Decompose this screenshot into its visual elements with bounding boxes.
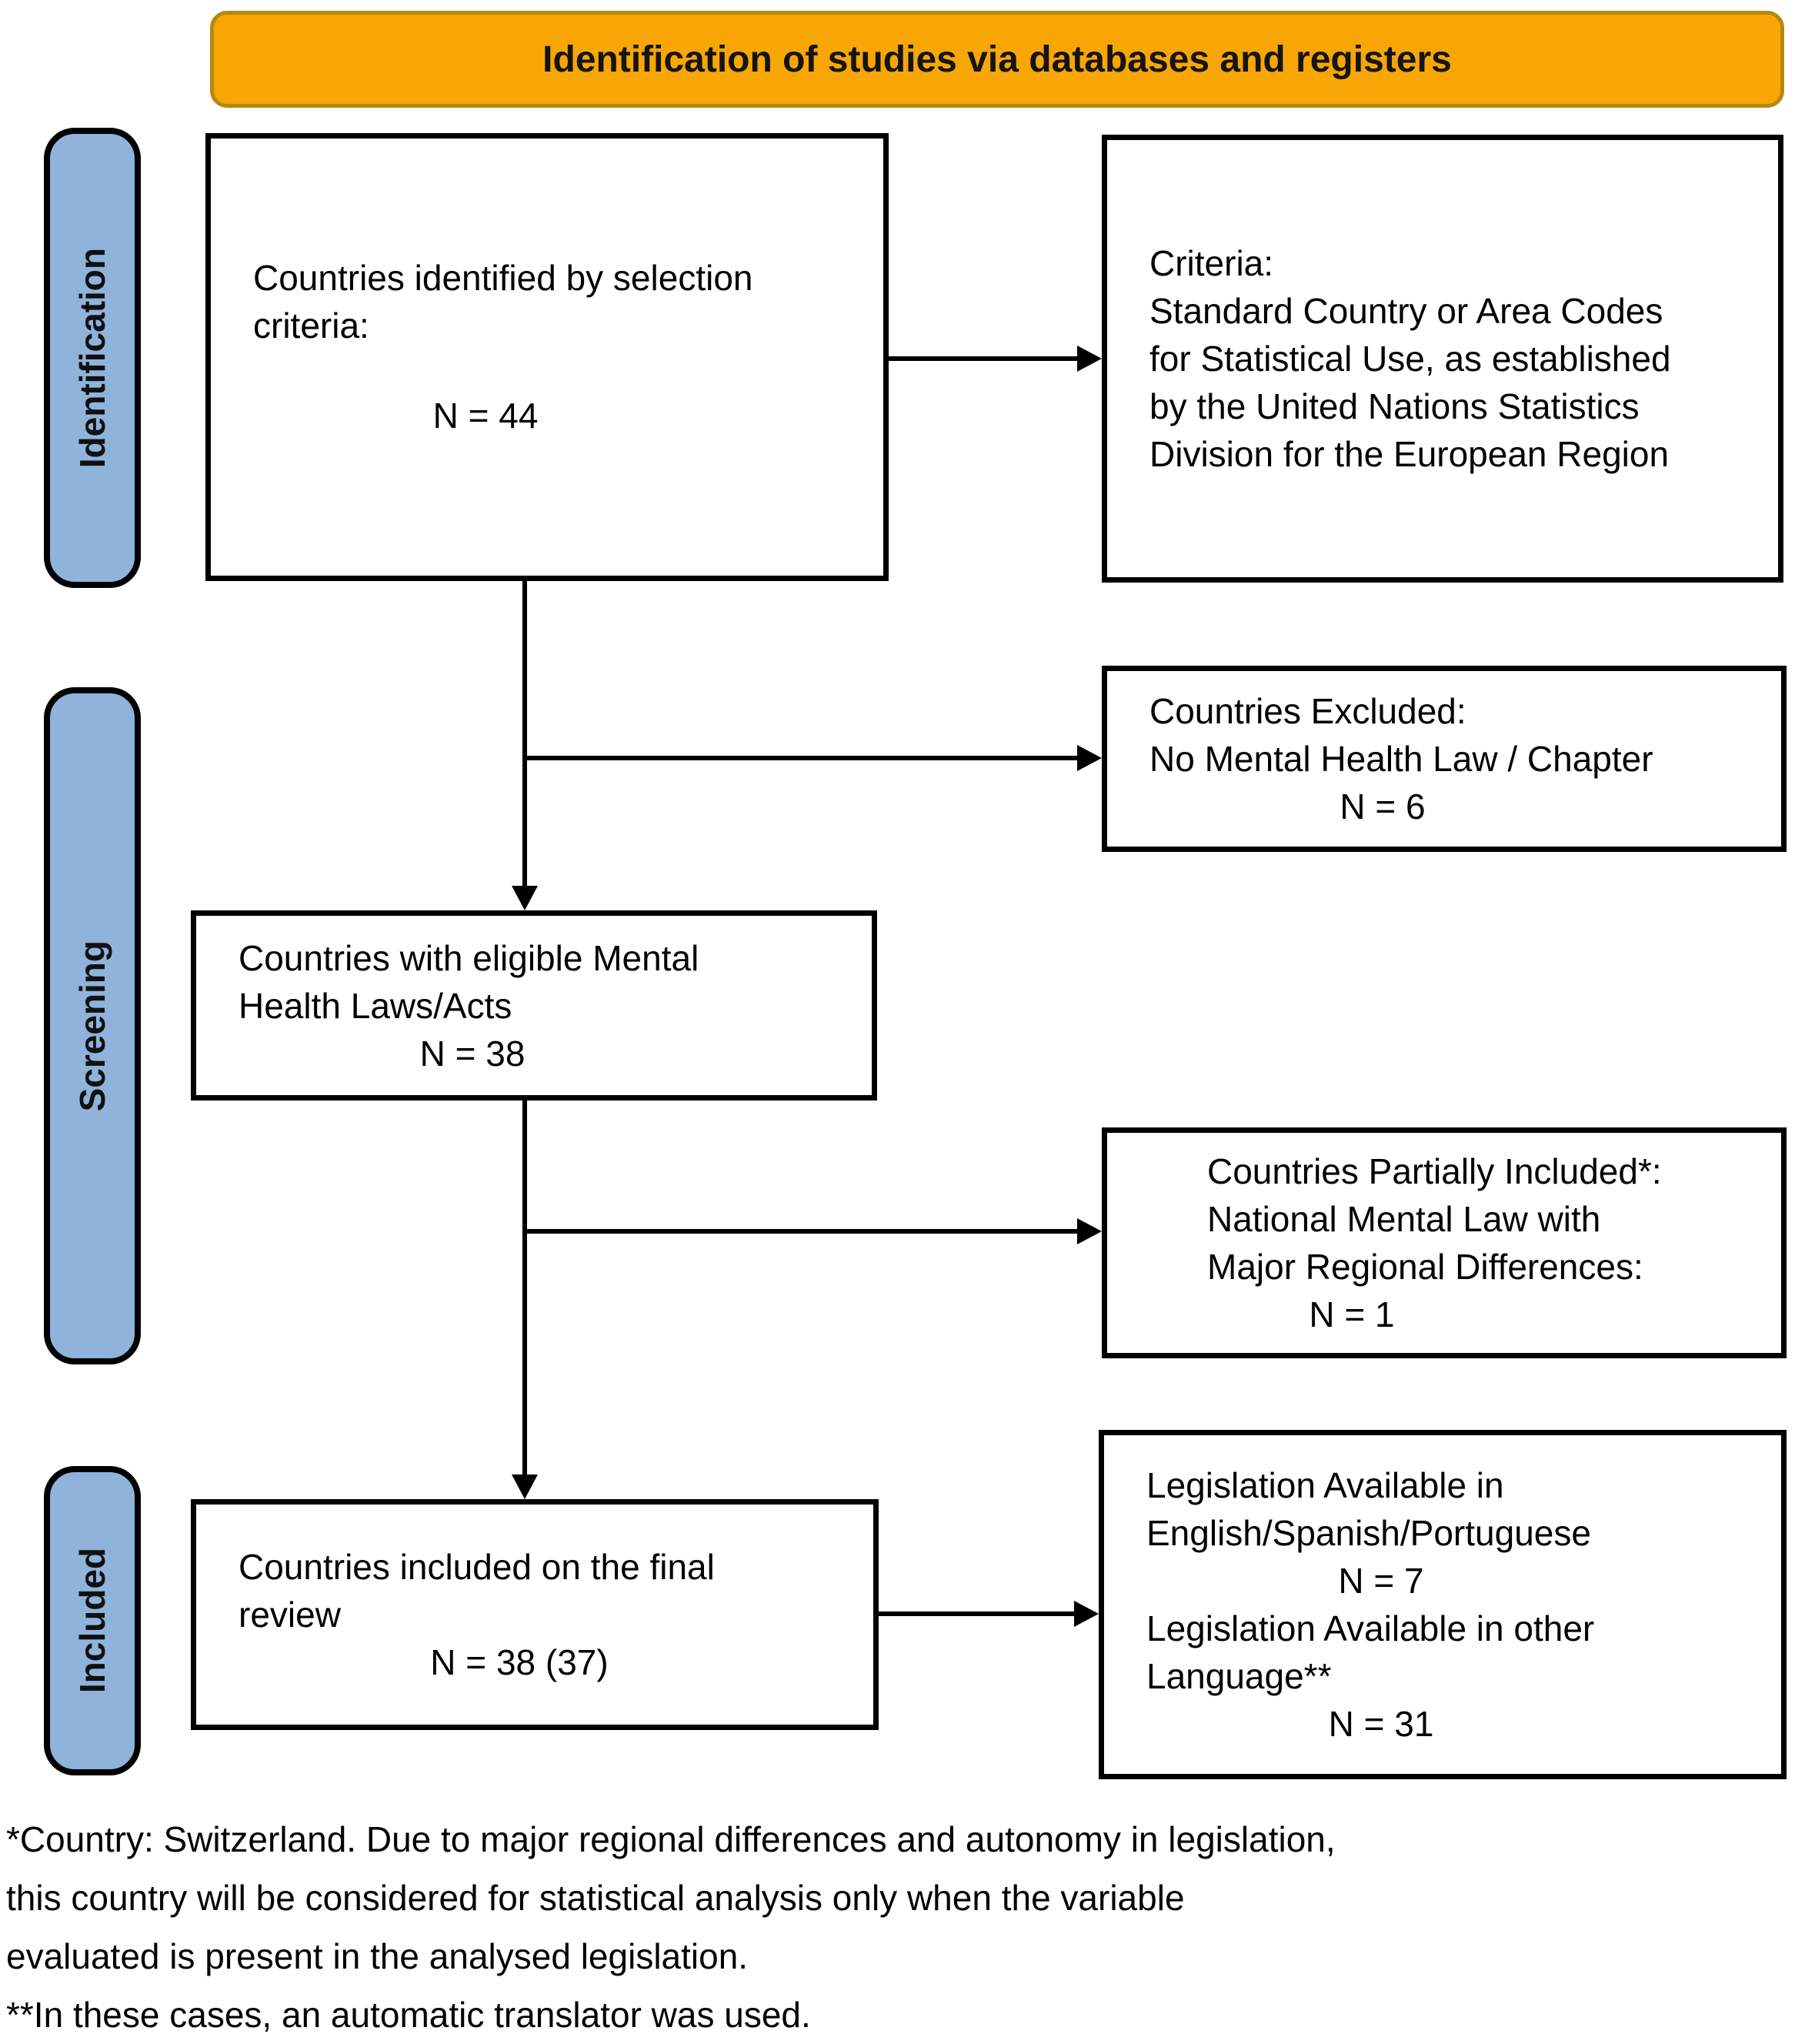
arrow-eligible-to-included-line (522, 1099, 527, 1478)
arrow-identified-to-eligible-head (512, 886, 538, 910)
box-countries-partially-included-line: National Mental Law with (1207, 1199, 1601, 1239)
box-legislation-line: Language** (1146, 1656, 1332, 1696)
box-legislation-count-other: N = 31 (1328, 1704, 1434, 1744)
stage-pill-included: Included (44, 1466, 141, 1775)
box-criteria-line: for Statistical Use, as established (1149, 339, 1671, 379)
footnote-line: *Country: Switzerland. Due to major regi… (6, 1819, 1336, 1859)
footnote-line: evaluated is present in the analysed leg… (6, 1936, 749, 1976)
stage-pill-identification: Identification (44, 128, 141, 588)
box-criteria-line: Division for the European Region (1149, 434, 1670, 474)
arrow-identified-to-criteria-line (889, 356, 1081, 361)
arrow-branch-to-excluded-head (1077, 745, 1102, 771)
box-legislation-availability: Legislation Available in English/Spanish… (1099, 1430, 1787, 1779)
banner-label: Identification of studies via databases … (542, 38, 1452, 80)
box-countries-excluded-line: Countries Excluded: (1149, 691, 1466, 731)
box-countries-included-final: Countries included on the final review N… (191, 1499, 879, 1730)
box-countries-partially-included-count: N = 1 (1309, 1294, 1395, 1334)
box-legislation-line: Legislation Available in other (1146, 1608, 1595, 1648)
arrow-identified-to-criteria-head (1077, 346, 1102, 372)
box-countries-included-final-count: N = 38 (37) (430, 1642, 609, 1682)
prisma-flow-diagram: Identification of studies via databases … (6, 11, 1787, 2035)
box-criteria-line: by the United Nations Statistics (1149, 386, 1640, 426)
box-countries-partially-included: Countries Partially Included*: National … (1102, 1127, 1787, 1358)
arrow-branch-to-excluded-line (525, 756, 1079, 760)
box-countries-eligible-line: Health Laws/Acts (239, 985, 512, 1026)
box-countries-excluded-line: No Mental Health Law / Chapter (1149, 739, 1653, 779)
footnote-line: this country will be considered for stat… (6, 1878, 1185, 1918)
banner-identification-of-studies: Identification of studies via databases … (210, 11, 1784, 108)
box-countries-included-final-line: review (239, 1595, 341, 1635)
box-criteria: Criteria: Standard Country or Area Codes… (1102, 135, 1783, 583)
stage-label-identification: Identification (72, 247, 112, 469)
box-countries-partially-included-line: Major Regional Differences: (1207, 1247, 1643, 1287)
arrow-included-to-legislation-line (879, 1611, 1077, 1616)
stage-pill-screening: Screening (44, 687, 141, 1364)
footnote: *Country: Switzerland. Due to major regi… (6, 1810, 1776, 2044)
arrow-branch-to-partial-line (525, 1229, 1079, 1234)
arrow-included-to-legislation-head (1074, 1601, 1099, 1627)
box-countries-excluded-count: N = 6 (1340, 787, 1426, 827)
box-countries-identified-count: N = 44 (432, 396, 539, 436)
box-countries-eligible-line: Countries with eligible Mental (239, 937, 699, 978)
footnote-line: **In these cases, an automatic translato… (6, 1995, 811, 2035)
box-criteria-line: Criteria: (1149, 243, 1274, 283)
arrow-eligible-to-included-head (512, 1475, 538, 1499)
box-countries-identified-line: criteria: (253, 306, 369, 346)
box-countries-partially-included-line: Countries Partially Included*: (1207, 1151, 1662, 1191)
arrow-identified-to-eligible-line (522, 581, 527, 889)
box-countries-eligible: Countries with eligible Mental Health La… (191, 910, 877, 1100)
box-criteria-line: Standard Country or Area Codes (1149, 291, 1663, 331)
box-countries-identified: Countries identified by selection criter… (205, 133, 889, 581)
arrow-branch-to-partial-head (1077, 1218, 1102, 1244)
box-countries-included-final-line: Countries included on the final (239, 1547, 715, 1587)
box-countries-identified-line: Countries identified by selection (253, 258, 753, 298)
box-countries-excluded: Countries Excluded: No Mental Health Law… (1102, 666, 1787, 852)
box-legislation-line: English/Spanish/Portuguese (1146, 1513, 1591, 1553)
box-countries-eligible-count: N = 38 (419, 1033, 525, 1074)
stage-label-screening: Screening (72, 940, 112, 1112)
box-legislation-line: Legislation Available in (1146, 1465, 1504, 1505)
box-legislation-count-esp: N = 7 (1338, 1561, 1424, 1601)
stage-label-included: Included (72, 1548, 112, 1694)
